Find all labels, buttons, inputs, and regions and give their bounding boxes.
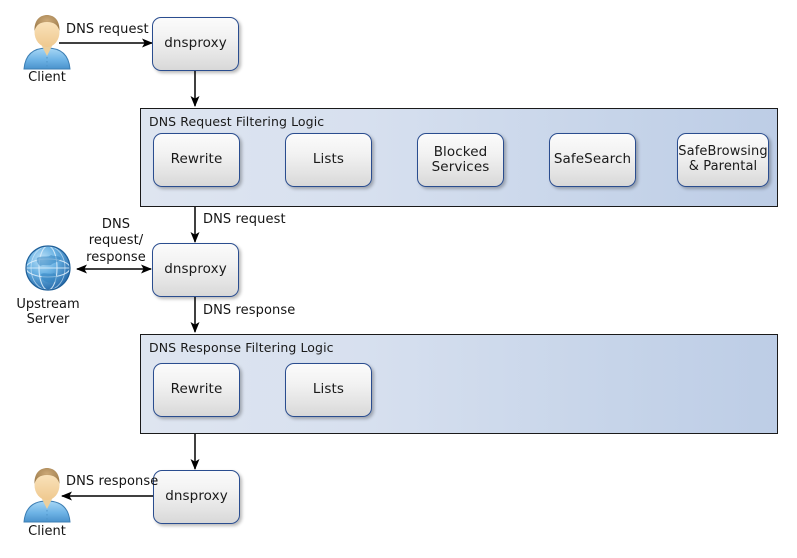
globe-icon (21, 241, 75, 295)
stage-safesearch-label: SafeSearch (553, 151, 632, 168)
dnsproxy-top-label: dnsproxy (164, 35, 227, 52)
stage-rewrite-response-label: Rewrite (170, 381, 223, 398)
label-proxy-to-client: DNS response (66, 474, 159, 489)
response-filtering-panel: DNS Response Filtering Logic (140, 334, 778, 434)
client-top-caption: Client (28, 70, 66, 85)
stage-safebrowsing-parental-label: SafeBrowsing& Parental (678, 144, 768, 174)
stage-lists[interactable]: Lists (285, 133, 372, 187)
stage-safebrowsing-parental[interactable]: SafeBrowsing& Parental (677, 133, 769, 187)
response-filtering-panel-title: DNS Response Filtering Logic (149, 340, 334, 355)
stage-safesearch[interactable]: SafeSearch (549, 133, 636, 187)
dnsproxy-top-node[interactable]: dnsproxy (152, 17, 239, 71)
dnsproxy-bottom-node[interactable]: dnsproxy (153, 470, 240, 524)
request-filtering-panel-title: DNS Request Filtering Logic (149, 114, 325, 129)
client-bottom-caption: Client (28, 524, 66, 539)
label-proxy-to-response-panel: DNS response (203, 303, 296, 318)
stage-rewrite-label: Rewrite (170, 151, 223, 168)
label-client-to-proxy: DNS request (66, 22, 149, 37)
label-proxy-to-request-panel: DNS request (203, 212, 286, 227)
stage-lists-response-label: Lists (312, 381, 345, 398)
stage-lists-label: Lists (312, 151, 345, 168)
stage-lists-response[interactable]: Lists (285, 363, 372, 417)
stage-rewrite-response[interactable]: Rewrite (153, 363, 240, 417)
dnsproxy-middle-label: dnsproxy (164, 261, 227, 278)
stage-rewrite[interactable]: Rewrite (153, 133, 240, 187)
dnsproxy-bottom-label: dnsproxy (165, 488, 228, 505)
user-icon (21, 466, 73, 523)
dnsproxy-middle-node[interactable]: dnsproxy (152, 243, 239, 297)
user-icon (21, 13, 73, 70)
